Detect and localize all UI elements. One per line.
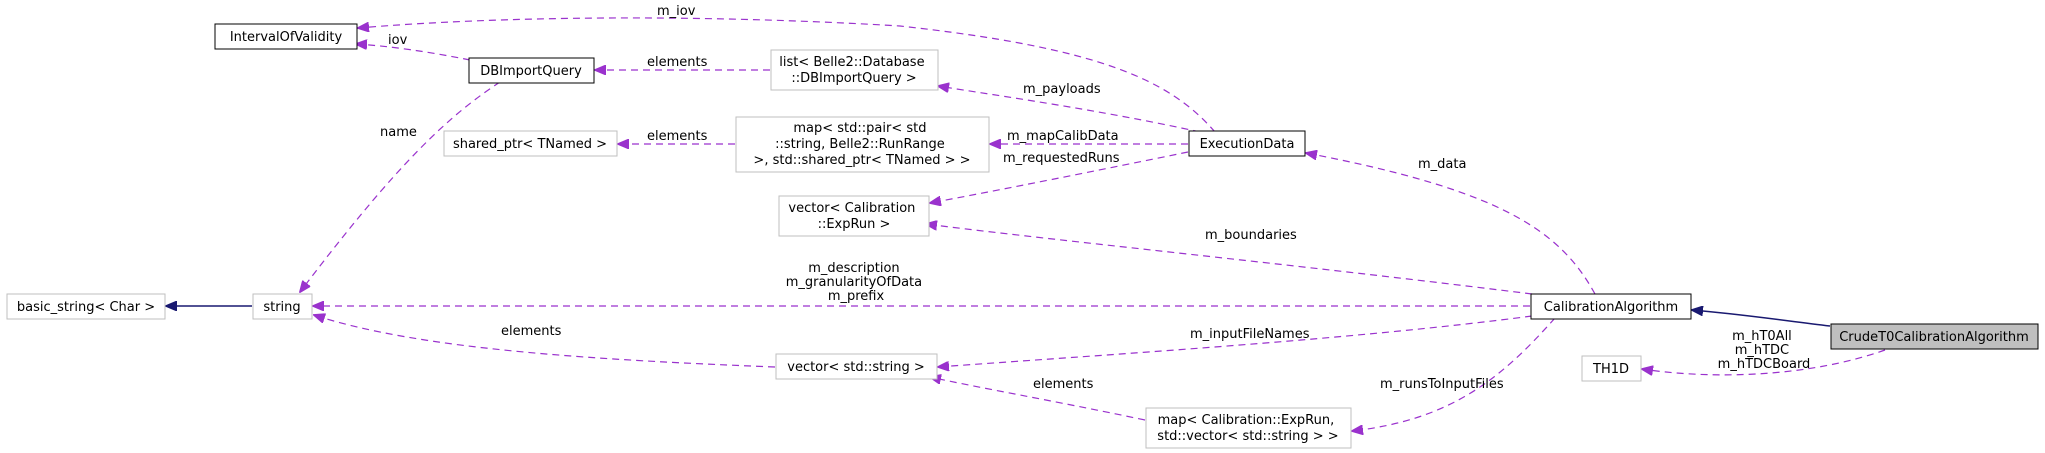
edge-label-iov: iov	[388, 33, 408, 48]
edge-label-m-htdc: m_hTDC	[1735, 343, 1789, 358]
edges: m_iov iov elements m_payloads name eleme…	[166, 4, 1886, 431]
node-map-exprun-files[interactable]: map< Calibration::ExpRun, std::vector< s…	[1145, 407, 1352, 449]
edge-label-m-data: m_data	[1418, 157, 1466, 172]
node-shared-ptr-tnamed[interactable]: shared_ptr< TNamed >	[443, 130, 618, 157]
node-execution-data[interactable]: ExecutionData	[1188, 130, 1306, 157]
node-label: list< Belle2::Database ::DBImportQuery >	[779, 55, 928, 86]
edge-label-m-description: m_description	[808, 261, 899, 276]
edge-elements-map-files	[930, 377, 1146, 421]
node-label: CrudeT0CalibrationAlgorithm	[1839, 330, 2029, 345]
edge-name	[300, 81, 501, 292]
edge-hist-members	[1642, 349, 1886, 375]
node-basic-string[interactable]: basic_string< Char >	[6, 293, 166, 320]
edge-m-inputfilenames	[938, 315, 1533, 367]
edge-label-m-ht0all: m_hT0All	[1732, 329, 1792, 344]
node-label: shared_ptr< TNamed >	[453, 137, 607, 152]
node-label: CalibrationAlgorithm	[1544, 300, 1678, 315]
edge-label-hist-members: m_hT0All m_hTDC m_hTDCBoard	[1718, 329, 1811, 372]
edge-iov	[356, 44, 471, 61]
node-vector-exprun[interactable]: vector< Calibration ::ExpRun >	[778, 195, 930, 237]
node-db-import-query[interactable]: DBImportQuery	[468, 57, 595, 84]
node-label: TH1D	[1592, 362, 1629, 377]
edge-label-m-prefix: m_prefix	[828, 289, 885, 304]
edge-label-m-mapcalibdata: m_mapCalibData	[1007, 129, 1119, 144]
node-string[interactable]: string	[252, 293, 313, 320]
node-label: vector< Calibration ::ExpRun >	[788, 201, 919, 232]
edge-label-m-payloads: m_payloads	[1023, 82, 1101, 97]
node-label: string	[263, 300, 300, 315]
edge-label-name: name	[380, 125, 417, 140]
edge-label-string-members: m_description m_granularityOfData m_pref…	[786, 261, 927, 304]
node-label: basic_string< Char >	[17, 300, 155, 315]
edge-label-m-iov: m_iov	[657, 4, 696, 19]
node-label: DBImportQuery	[480, 64, 582, 79]
edge-label-m-granularityofdata: m_granularityOfData	[786, 275, 922, 290]
edge-label-elements-map-files: elements	[1033, 377, 1094, 392]
edge-label-elements-map: elements	[647, 129, 708, 144]
edge-m-runstoinputfiles	[1352, 317, 1556, 431]
node-calibration-algorithm[interactable]: CalibrationAlgorithm	[1530, 293, 1692, 320]
edge-label-m-htdcboard: m_hTDCBoard	[1718, 357, 1811, 372]
nodes: IntervalOfValidity DBImportQuery list< B…	[6, 23, 2039, 449]
node-th1d[interactable]: TH1D	[1581, 355, 1642, 382]
node-label: map< Calibration::ExpRun, std::vector< s…	[1157, 413, 1338, 444]
node-interval-of-validity[interactable]: IntervalOfValidity	[214, 23, 358, 50]
edge-label-m-runstoinputfiles: m_runsToInputFiles	[1380, 377, 1504, 392]
edge-m-requestedruns	[930, 151, 1189, 203]
node-crude-t0-calibration-algorithm[interactable]: CrudeT0CalibrationAlgorithm	[1830, 323, 2039, 350]
node-label: IntervalOfValidity	[230, 30, 343, 45]
edge-m-boundaries	[926, 224, 1533, 295]
edge-elements-vector	[314, 315, 776, 368]
edge-label-elements-vector: elements	[501, 324, 562, 339]
node-map-runrange[interactable]: map< std::pair< std ::string, Belle2::Ru…	[735, 116, 990, 173]
edge-label-elements-list: elements	[647, 55, 708, 70]
node-label: map< std::pair< std ::string, Belle2::Ru…	[753, 121, 970, 168]
edge-label-m-boundaries: m_boundaries	[1205, 228, 1297, 243]
edge-m-iov	[358, 17, 1216, 133]
node-label: ExecutionData	[1200, 137, 1295, 152]
node-label: vector< std::string >	[787, 360, 924, 375]
node-vector-string[interactable]: vector< std::string >	[775, 353, 938, 380]
edge-m-payloads	[938, 86, 1201, 133]
edge-label-m-requestedruns: m_requestedRuns	[1003, 151, 1120, 166]
edge-inherits-calibrationalgorithm	[1692, 310, 1831, 327]
node-list-dbimportquery[interactable]: list< Belle2::Database ::DBImportQuery >	[770, 49, 939, 91]
edge-label-m-inputfilenames: m_inputFileNames	[1190, 327, 1310, 342]
edge-m-data	[1306, 153, 1596, 295]
